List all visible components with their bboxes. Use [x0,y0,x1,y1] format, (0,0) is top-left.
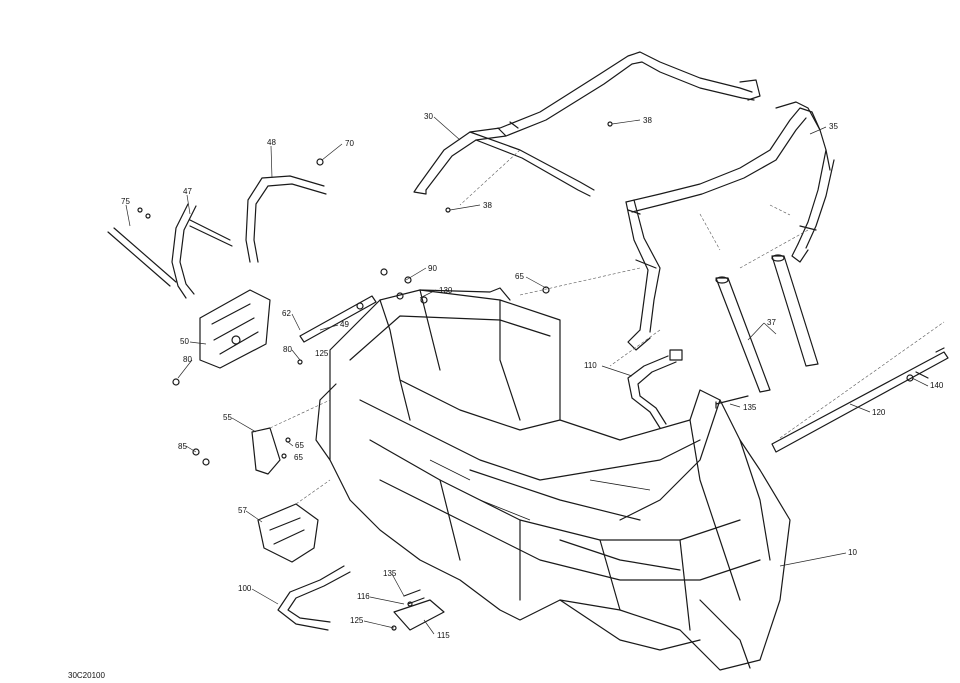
side-brace-120 [771,321,949,453]
callout-38: 38 [483,201,492,210]
callout-90: 90 [428,264,437,273]
callout-35: 35 [829,122,838,131]
callout-38: 38 [643,116,652,125]
callout-65: 65 [294,453,303,462]
callout-80: 80 [183,355,192,364]
callout-10: 10 [848,548,857,557]
callout-57: 57 [238,506,247,515]
rod-75 [107,227,177,287]
callout-55: 55 [223,413,232,422]
bracket-55 [251,399,331,475]
leader-lines [125,116,929,635]
callout-65: 65 [295,441,304,450]
callout-62: 62 [282,309,291,318]
link-49 [299,295,377,343]
callout-115: 115 [437,631,450,640]
callout-70: 70 [345,139,354,148]
handle-48 [245,175,327,263]
callout-49: 49 [340,320,349,329]
callout-48: 48 [267,138,276,147]
bracket-57 [257,479,331,563]
callout-135: 135 [383,569,397,578]
callout-37: 37 [767,318,776,327]
bracket-115 [393,589,445,631]
callout-125: 125 [350,616,364,625]
callout-47: 47 [183,187,192,196]
handle-47 [171,203,233,299]
callout-110: 110 [584,361,597,370]
handle-100 [277,565,351,631]
callout-100: 100 [238,584,252,593]
callout-30: 30 [424,112,433,121]
callout-65: 65 [515,272,524,281]
callout-130: 130 [439,286,453,295]
callout-120: 120 [872,408,886,417]
callout-116: 116 [357,592,370,601]
rops-front-bar [413,51,761,197]
fasteners [137,121,914,631]
callout-135: 135 [743,403,757,412]
callout-125: 125 [315,349,329,358]
bracket-50 [199,289,271,369]
diagram-code-label: 30C20100 [68,671,105,680]
grab-handle-110 [627,349,683,429]
callout-80: 80 [283,345,292,354]
callout-50: 50 [180,337,189,346]
main-frame [315,287,791,671]
rear-struts [715,254,819,393]
rops-rear-bar [625,101,835,351]
callout-75: 75 [121,197,130,206]
callout-140: 140 [930,381,944,390]
callout-85: 85 [178,442,187,451]
